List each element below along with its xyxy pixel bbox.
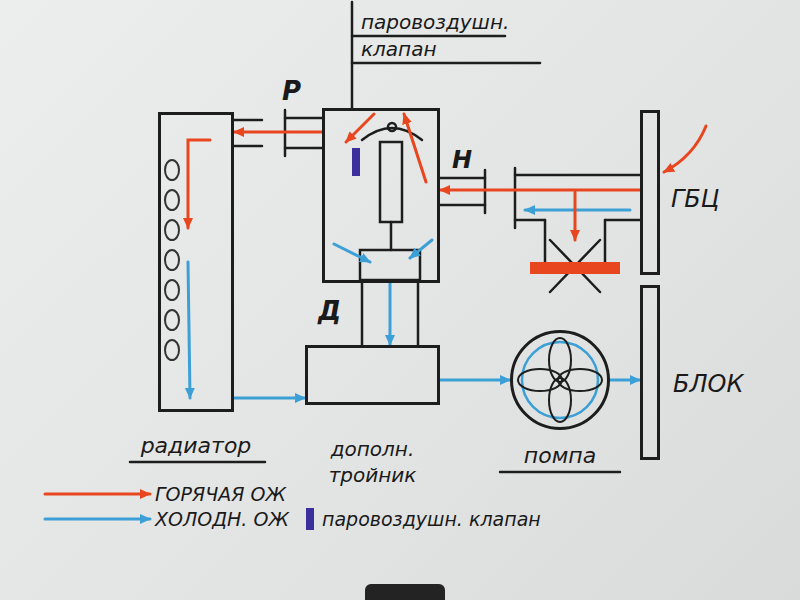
node-label: паровоздушн. клапан (361, 9, 531, 63)
flow-connector (440, 189, 640, 192)
tube (165, 220, 179, 240)
cold-arrow (188, 262, 190, 398)
hot-arrow (574, 192, 577, 240)
fitting-wall (544, 220, 547, 262)
radiator-tubes (165, 160, 179, 360)
pump-circle: помпа (510, 330, 610, 430)
flow-connector (234, 397, 305, 400)
thermostat-housing: паровоздушн. клапан (322, 108, 440, 283)
hot-arrow (664, 126, 706, 172)
pen-cap (365, 584, 445, 600)
flow-connector (234, 131, 322, 134)
port-letter: Р (282, 76, 301, 106)
tube (165, 310, 179, 330)
cold-arrow (525, 209, 630, 212)
blade (558, 369, 602, 391)
node-label: помпа (524, 443, 596, 469)
impeller (518, 338, 602, 422)
fitting-wall (515, 174, 640, 177)
flow-connector (440, 379, 510, 382)
pipe-wall (440, 177, 485, 180)
valve-rod (390, 222, 393, 250)
underline (500, 471, 620, 474)
tube (165, 280, 179, 300)
block-wall: БЛОК (640, 285, 660, 460)
fitting-wall (605, 219, 640, 222)
legend-text: ХОЛОДН. ОЖ (155, 507, 289, 531)
legend-text: ГОРЯЧАЯ ОЖ (155, 482, 286, 506)
legend-text: паровоздушн. клапан (322, 507, 541, 531)
tube (165, 160, 179, 180)
fitting-flange (514, 168, 517, 228)
valve-cup (360, 250, 420, 280)
tube (165, 340, 179, 360)
cold-arrow (410, 240, 432, 258)
fitting-wall (604, 220, 607, 262)
leader-line (351, 2, 354, 108)
head-wall: ГБЦ (640, 110, 660, 275)
hot-bar (530, 262, 620, 274)
hot-arrow (346, 114, 374, 142)
flow-connector (610, 379, 640, 382)
pipe-wall (417, 283, 420, 345)
flow-arrows (45, 114, 706, 519)
legend-sample (45, 518, 150, 521)
node-label: БЛОК (673, 370, 743, 398)
valve-knob (388, 123, 396, 131)
node-label: дополн. тройник (313, 436, 433, 488)
node-label: ГБЦ (671, 185, 719, 213)
node-label: радиатор (141, 433, 252, 459)
blade (518, 369, 562, 391)
pipe-wall (285, 117, 322, 120)
port-letter: Д (318, 296, 341, 326)
pipe-wall (440, 204, 485, 207)
cold-arrow (334, 244, 370, 262)
tube (165, 190, 179, 210)
legend-sample (45, 493, 150, 496)
port-letter: Н (452, 146, 472, 174)
impeller-ring (522, 342, 598, 418)
pipe-wall (234, 119, 262, 122)
legend-swatch (306, 508, 314, 530)
fitting-wall (515, 219, 545, 222)
valve-stem (380, 142, 402, 222)
steam-valve-mark (352, 148, 360, 176)
pipe-wall (234, 145, 262, 148)
pipe-wall (285, 147, 322, 150)
tee-box: дополн. тройник (305, 345, 440, 405)
hot-arrow (188, 140, 210, 228)
flow-connector (389, 283, 392, 345)
hot-arrow (404, 114, 426, 182)
radiator-box: радиатор (158, 112, 234, 412)
underline (130, 461, 265, 464)
underline (352, 35, 505, 38)
underline (352, 62, 540, 65)
pipe-wall (361, 283, 364, 345)
pipe-lines (130, 2, 640, 472)
tube (165, 250, 179, 270)
